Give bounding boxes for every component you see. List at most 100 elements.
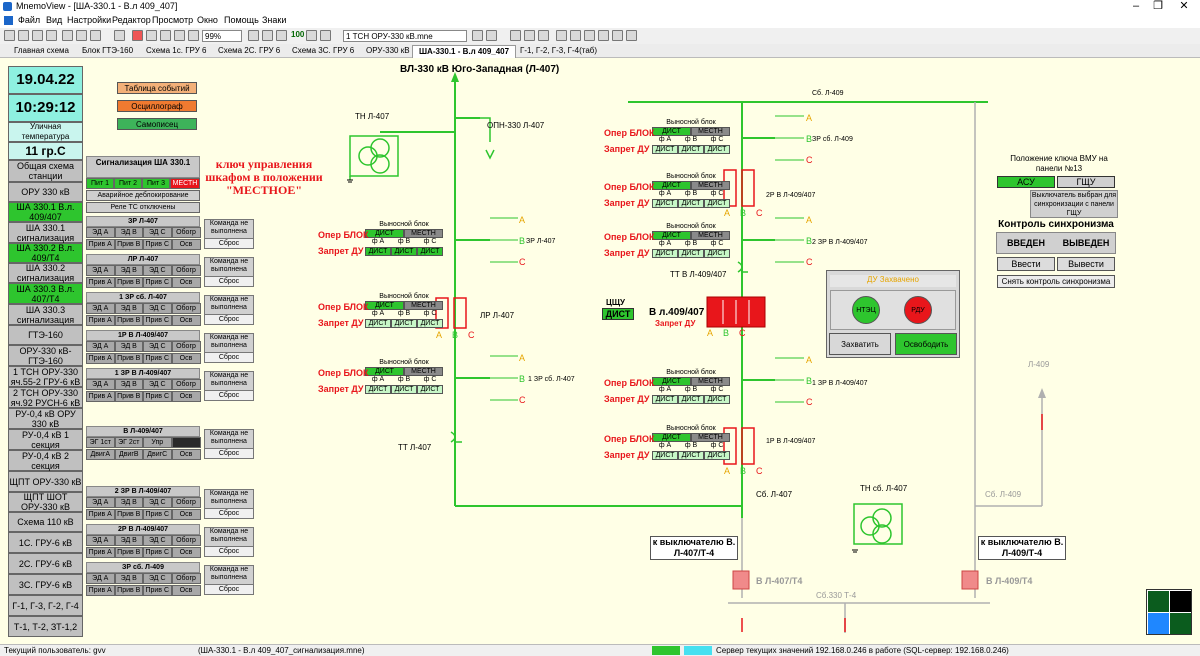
reset-button[interactable]: Сброс bbox=[205, 546, 253, 556]
close-icon[interactable]: ✕ bbox=[1179, 0, 1189, 12]
menu-signs[interactable]: Знаки bbox=[262, 15, 287, 25]
reset-button[interactable]: Сброс bbox=[205, 508, 253, 518]
scheme-select[interactable]: 1 ТСН ОРУ-330 кВ.mne bbox=[343, 30, 467, 42]
reset-button[interactable]: Сброс bbox=[205, 314, 253, 324]
chart-icon[interactable] bbox=[188, 30, 199, 41]
tab-oru330[interactable]: ОРУ-330 кВ bbox=[366, 46, 410, 55]
zoom-fit-icon[interactable] bbox=[276, 30, 287, 41]
reset-button[interactable]: Сброс bbox=[205, 584, 253, 594]
sync-disable-button[interactable]: Вывести bbox=[1057, 257, 1115, 271]
layout2-icon[interactable] bbox=[612, 30, 623, 41]
power-icon[interactable] bbox=[132, 30, 143, 41]
text-icon[interactable] bbox=[570, 30, 581, 41]
save-icon[interactable] bbox=[18, 30, 29, 41]
tab-gru2[interactable]: Схема 2С. ГРУ 6 bbox=[218, 46, 281, 55]
zoom-out-icon[interactable] bbox=[262, 30, 273, 41]
layout-icon[interactable] bbox=[598, 30, 609, 41]
zoom-select[interactable]: 99% bbox=[202, 30, 242, 42]
tab-sha330[interactable]: ША-330.1 - В.л 409_407 bbox=[412, 45, 517, 58]
tab-gen[interactable]: Г-1, Г-2, Г-3, Г-4(таб) bbox=[520, 46, 598, 55]
tab-gru1[interactable]: Схема 1с. ГРУ 6 bbox=[146, 46, 207, 55]
sync-remove-button[interactable]: Снять контроль синхронизма bbox=[997, 275, 1115, 288]
menu-help[interactable]: Помощь bbox=[224, 15, 259, 25]
recorder-button[interactable]: Самописец bbox=[117, 118, 197, 130]
tab-main[interactable]: Главная схема bbox=[14, 46, 69, 55]
tab-gte[interactable]: Блок ГТЭ-160 bbox=[82, 46, 134, 55]
check-icon[interactable] bbox=[76, 30, 87, 41]
menu-preview[interactable]: Просмотр bbox=[152, 15, 194, 25]
nav-item-4[interactable]: ША 330.2 В.л. 409/Т4 bbox=[8, 243, 83, 263]
nav-item-9[interactable]: ОРУ-330 кВ-ГТЭ-160 bbox=[8, 345, 83, 366]
stop-icon[interactable] bbox=[160, 30, 171, 41]
nav-item-5[interactable]: ША 330.2 сигнализация bbox=[8, 263, 83, 283]
menu-settings[interactable]: Настройки bbox=[67, 15, 112, 25]
capture-button[interactable]: Захватить bbox=[829, 333, 891, 355]
nav-item-0[interactable]: Общая схема станции bbox=[8, 160, 83, 182]
nav-item-19[interactable]: 2С. ГРУ-6 кВ bbox=[8, 553, 83, 574]
layer-icon[interactable] bbox=[320, 30, 331, 41]
maximize-icon[interactable]: ❐ bbox=[1153, 0, 1163, 12]
minimize-icon[interactable]: – bbox=[1132, 0, 1140, 12]
menu-editor[interactable]: Редактор bbox=[112, 15, 151, 25]
arrow-icon[interactable] bbox=[538, 30, 549, 41]
add-icon[interactable] bbox=[472, 30, 483, 41]
print-icon[interactable] bbox=[32, 30, 43, 41]
nav-item-13[interactable]: РУ-0,4 кВ 1 секция bbox=[8, 429, 83, 450]
sync-enable-button[interactable]: Ввести bbox=[997, 257, 1055, 271]
nav-item-16[interactable]: ЩПТ ШОТ ОРУ-330 кВ bbox=[8, 492, 83, 512]
edit-icon[interactable] bbox=[62, 30, 73, 41]
nav-item-17[interactable]: Схема 110 кВ bbox=[8, 512, 83, 532]
menu-window[interactable]: Окно bbox=[197, 15, 218, 25]
nav-item-7[interactable]: ША 330.3 сигнализация bbox=[8, 304, 83, 325]
nav-item-14[interactable]: РУ-0,4 кВ 2 секция bbox=[8, 450, 83, 471]
nav-item-2[interactable]: ША 330.1 В.л. 409/407 bbox=[8, 202, 83, 222]
menu-file[interactable]: Файл bbox=[18, 15, 41, 25]
nav-item-8[interactable]: ГТЭ-160 bbox=[8, 325, 83, 345]
link-icon[interactable] bbox=[510, 30, 521, 41]
nav-item-21[interactable]: Г-1, Г-3, Г-2, Г-4 bbox=[8, 595, 83, 616]
nav-item-15[interactable]: ЩПТ ОРУ-330 кВ bbox=[8, 471, 83, 492]
grid-icon[interactable] bbox=[306, 30, 317, 41]
nav-item-12[interactable]: РУ-0,4 кВ ОРУ 330 кВ bbox=[8, 408, 83, 429]
nav-item-10[interactable]: 1 ТСН ОРУ-330 яч.55-2 ГРУ-6 кВ bbox=[8, 366, 83, 387]
zoom-100[interactable]: 100 bbox=[291, 30, 305, 39]
tab-gru3[interactable]: Схема 3С. ГРУ 6 bbox=[292, 46, 355, 55]
reset-button[interactable]: Сброс bbox=[205, 238, 253, 248]
nav-item-1[interactable]: ОРУ 330 кВ bbox=[8, 182, 83, 202]
pause-icon[interactable] bbox=[174, 30, 185, 41]
events-button[interactable]: Таблица событий bbox=[117, 82, 197, 94]
table-icon[interactable] bbox=[584, 30, 595, 41]
clock-icon[interactable] bbox=[146, 30, 157, 41]
layout3-icon[interactable] bbox=[626, 30, 637, 41]
nav-item-20[interactable]: 3С. ГРУ-6 кВ bbox=[8, 574, 83, 595]
unlink-icon[interactable] bbox=[524, 30, 535, 41]
undo-icon[interactable] bbox=[90, 30, 101, 41]
nav-item-11[interactable]: 2 ТСН ОРУ-330 яч.92 РУСН-6 кВ bbox=[8, 387, 83, 408]
nav-item-18[interactable]: 1С. ГРУ-6 кВ bbox=[8, 532, 83, 553]
reset-button[interactable]: Сброс bbox=[205, 390, 253, 400]
monitor-icon[interactable] bbox=[114, 30, 125, 41]
oscillograph-button[interactable]: Осциллограф bbox=[117, 100, 197, 112]
zoom-in-icon[interactable] bbox=[248, 30, 259, 41]
reset-button[interactable]: Сброс bbox=[205, 352, 253, 362]
nav-item-22[interactable]: Т-1, Т-2, ЗТ-1,2 bbox=[8, 616, 83, 637]
nav-item-3[interactable]: ША 330.1 сигнализация bbox=[8, 222, 83, 243]
preview-icon[interactable] bbox=[46, 30, 57, 41]
reset-button[interactable]: Сброс bbox=[205, 448, 253, 458]
to-breaker-409[interactable]: к выключателю В. Л-409/Т-4 bbox=[978, 536, 1066, 560]
release-button[interactable]: Освободить bbox=[895, 333, 957, 355]
open-icon[interactable] bbox=[4, 30, 15, 41]
to-breaker-407[interactable]: к выключателю В. Л-407/Т-4 bbox=[650, 536, 738, 560]
reset-button[interactable]: Сброс bbox=[205, 276, 253, 286]
menu-view[interactable]: Вид bbox=[46, 15, 63, 25]
image-icon[interactable] bbox=[556, 30, 567, 41]
remove-icon[interactable] bbox=[486, 30, 497, 41]
